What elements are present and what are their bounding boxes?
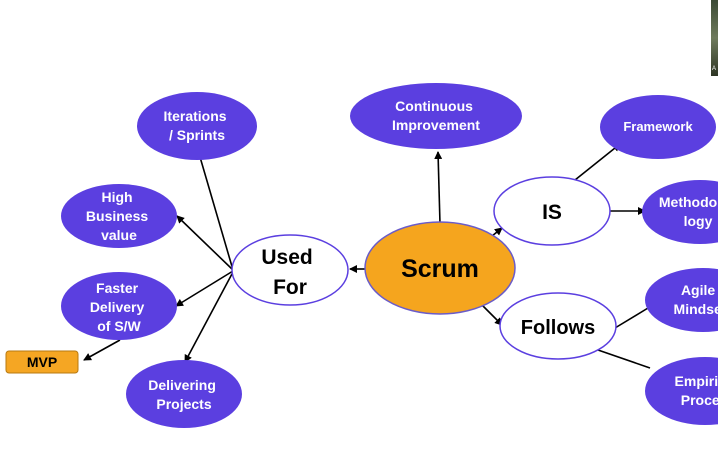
empirical-process-node: Empirical Process bbox=[645, 357, 718, 425]
arrow-used-for-to-high-business-value bbox=[176, 215, 234, 271]
used-for-label: Used For bbox=[261, 246, 318, 299]
follows-label: Follows bbox=[521, 317, 595, 339]
arrow-scrum-to-is bbox=[491, 227, 503, 237]
agile-mindset-node: Agile Mindset bbox=[645, 268, 718, 332]
delivering-projects-node: Delivering Projects bbox=[126, 360, 242, 428]
continuous-improvement-node: Continuous Improvement bbox=[350, 83, 522, 149]
iterations-sprints-node: Iterations / Sprints bbox=[137, 92, 257, 160]
scrum-label: Scrum bbox=[401, 255, 479, 283]
scrum-node: Scrum bbox=[364, 221, 516, 315]
methodology-label: Methodo logy bbox=[659, 194, 718, 229]
agile-mindset-label: Agile Mindset bbox=[674, 282, 718, 317]
iterations-sprints-label: Iterations / Sprints bbox=[164, 108, 231, 143]
mvp-label: MVP bbox=[27, 354, 57, 370]
video-thumbnail-text: A bbox=[712, 66, 717, 72]
continuous-improvement-label: Continuous Improvement bbox=[392, 98, 480, 133]
framework-label: Framework bbox=[623, 119, 693, 134]
arrow-faster-delivery-to-mvp bbox=[83, 339, 121, 361]
is-node: IS bbox=[493, 176, 611, 246]
arrow-is-to-framework bbox=[574, 143, 621, 181]
video-thumbnail bbox=[711, 0, 718, 76]
faster-delivery-label: Faster Delivery of S/W bbox=[90, 280, 148, 334]
arrow-scrum-to-follows bbox=[481, 304, 503, 326]
high-business-value-node: High Business value bbox=[61, 184, 177, 248]
arrow-used-for-to-faster-delivery bbox=[175, 270, 234, 307]
arrow-follows-to-agile-mindset bbox=[614, 307, 649, 329]
framework-node: Framework bbox=[600, 95, 716, 159]
arrow-follows-to-empirical-process bbox=[597, 349, 651, 369]
connector-lines bbox=[83, 132, 651, 369]
arrow-used-for-to-delivering-projects bbox=[184, 271, 234, 363]
arrow-scrum-to-continuous-improvement bbox=[434, 151, 443, 225]
empirical-process-label: Empirical Process bbox=[675, 373, 718, 408]
methodology-node: Methodo logy bbox=[642, 180, 718, 244]
mvp-box: MVP bbox=[5, 350, 79, 374]
is-label: IS bbox=[542, 201, 562, 224]
high-business-value-label: High Business value bbox=[86, 189, 152, 243]
delivering-projects-label: Delivering Projects bbox=[148, 377, 220, 412]
faster-delivery-node: Faster Delivery of S/W bbox=[61, 272, 177, 340]
follows-node: Follows bbox=[499, 292, 617, 360]
used-for-node: Used For bbox=[231, 234, 349, 306]
